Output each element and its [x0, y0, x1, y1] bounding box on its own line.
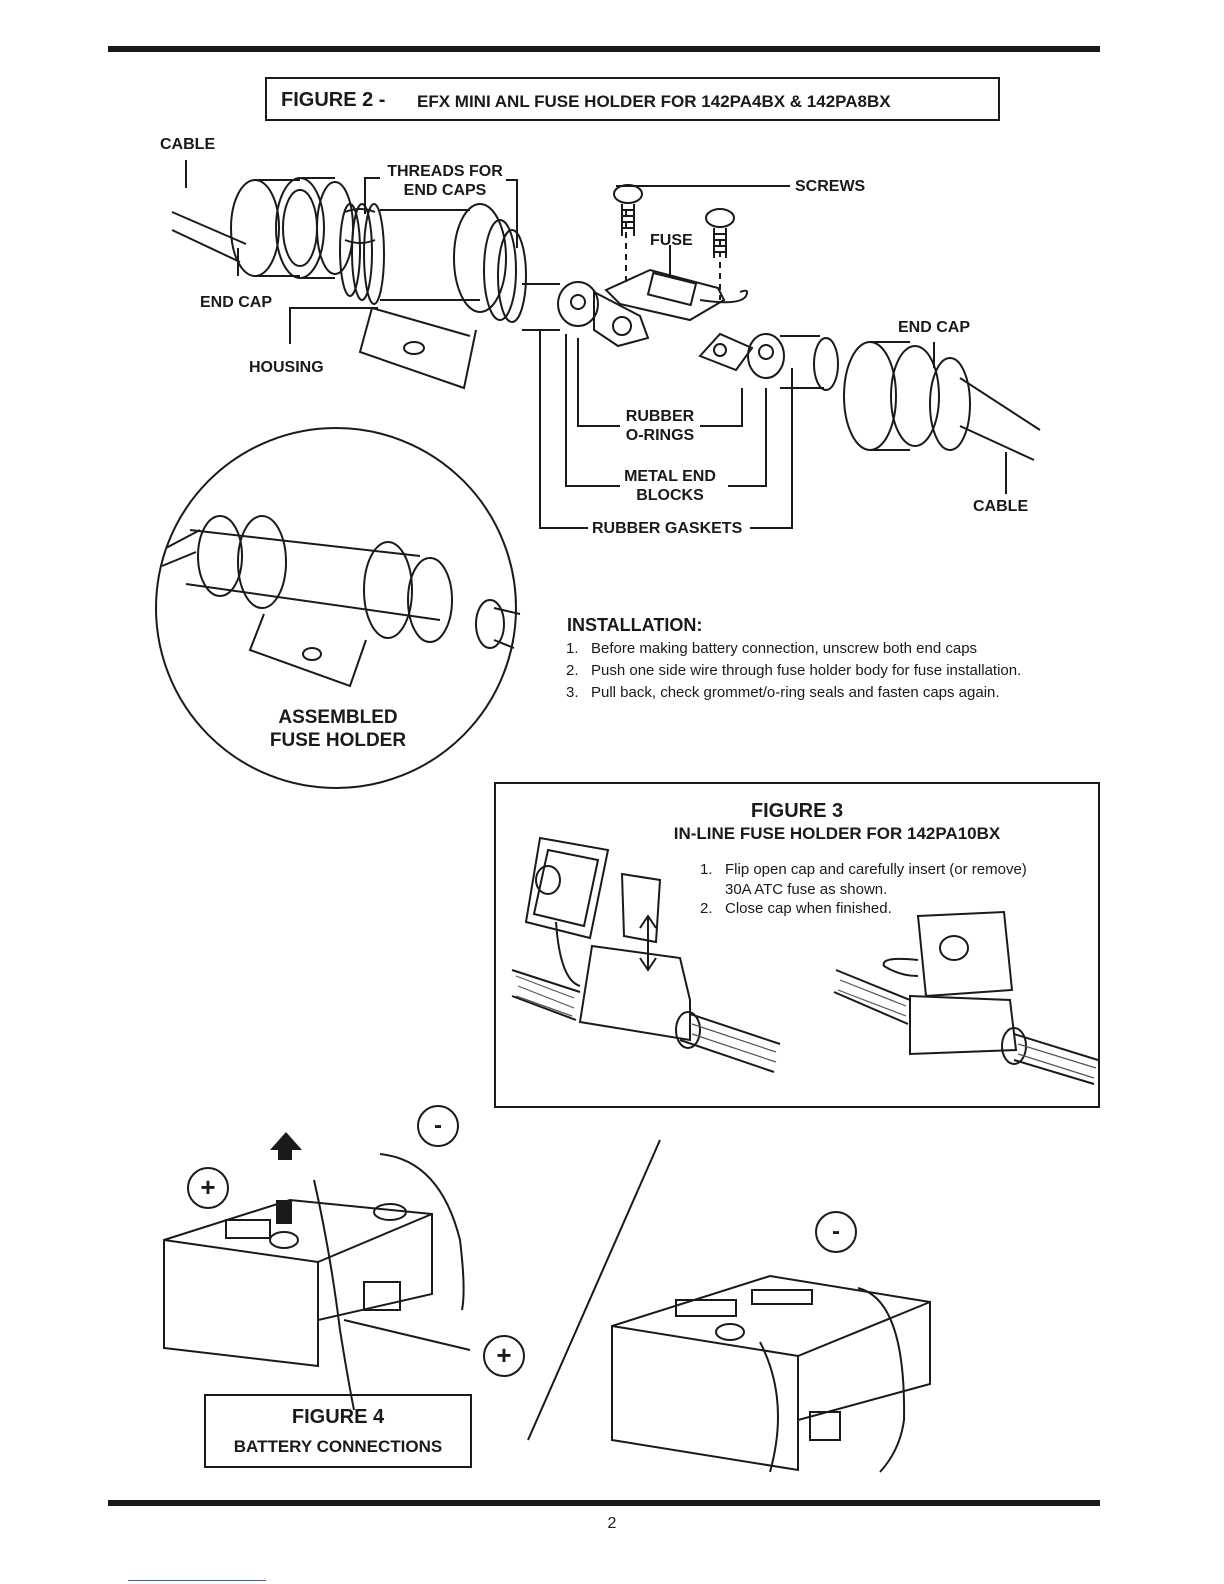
figure-2-title-box: FIGURE 2 - EFX MINI ANL FUSE HOLDER FOR …	[265, 77, 1000, 121]
polarity-minus-top: -	[434, 1112, 442, 1139]
list-item: 3. Pull back, check grommet/o-ring seals…	[566, 682, 1126, 704]
list-item: 1. Before making battery connection, uns…	[566, 638, 1126, 660]
list-item: 30A ATC fuse as shown.	[700, 880, 1080, 900]
installation-heading: INSTALLATION:	[567, 615, 703, 635]
step-text: Flip open cap and carefully insert (or r…	[725, 861, 1027, 878]
step-text: Close cap when finished.	[725, 900, 892, 917]
figure-4-subtitle: BATTERY CONNECTIONS	[233, 1437, 443, 1456]
label-threads-line1: THREADS FOR	[387, 163, 503, 180]
polarity-plus-left: +	[200, 1172, 216, 1202]
figure-4-title: FIGURE 4	[291, 1406, 385, 1428]
figure-4-box: FIGURE 4 BATTERY CONNECTIONS	[204, 1394, 472, 1468]
figure-3-steps: 1. Flip open cap and carefully insert (o…	[700, 860, 1080, 919]
step-text: 30A ATC fuse as shown.	[725, 880, 888, 898]
label-rubber-line2: O-RINGS	[625, 427, 695, 444]
label-cable-right: CABLE	[973, 498, 1029, 515]
label-screws: SCREWS	[795, 178, 866, 195]
label-assembled-line2: FUSE HOLDER	[269, 730, 407, 751]
step-text: Pull back, check grommet/o-ring seals an…	[591, 684, 1000, 701]
installation-steps: 1. Before making battery connection, uns…	[566, 638, 1126, 704]
figure-2-number: FIGURE 2 -	[281, 89, 386, 111]
label-metal-line2: BLOCKS	[636, 487, 704, 504]
figure-3-subtitle: IN-LINE FUSE HOLDER FOR 142PA10BX	[673, 824, 1001, 843]
step-number: 1.	[700, 861, 713, 878]
figure-2-title: EFX MINI ANL FUSE HOLDER FOR 142PA4BX & …	[417, 92, 891, 111]
polarity-plus-right: +	[496, 1340, 512, 1370]
list-item: 2. Push one side wire through fuse holde…	[566, 660, 1126, 682]
label-cable-left: CABLE	[160, 136, 216, 153]
label-assembled-fuse-holder: ASSEMBLED FUSE HOLDER	[248, 706, 428, 752]
list-item: 2. Close cap when finished.	[700, 899, 1080, 919]
step-number: 1.	[566, 640, 579, 657]
step-text: Before making battery connection, unscre…	[591, 640, 978, 657]
polarity-minus-right: -	[832, 1218, 840, 1245]
label-metal-end-blocks: METAL END BLOCKS	[618, 467, 722, 505]
top-rule	[108, 46, 1100, 52]
label-housing: HOUSING	[249, 359, 324, 376]
label-end-cap-right: END CAP	[898, 319, 971, 336]
list-item: 1. Flip open cap and carefully insert (o…	[700, 860, 1080, 880]
label-metal-line1: METAL END	[624, 468, 716, 485]
step-number	[700, 880, 725, 900]
label-threads-for-end-caps: THREADS FOR END CAPS	[380, 162, 510, 200]
footer-underline	[128, 1580, 266, 1581]
step-number: 2.	[700, 900, 713, 917]
bottom-rule	[108, 1500, 1100, 1506]
label-assembled-line1: ASSEMBLED	[278, 707, 398, 728]
step-number: 2.	[566, 662, 579, 679]
label-threads-line2: END CAPS	[403, 182, 487, 199]
figure-3-title: FIGURE 3	[750, 800, 844, 822]
label-rubber-gaskets: RUBBER GASKETS	[592, 520, 743, 537]
step-number: 3.	[566, 684, 579, 701]
label-rubber-line1: RUBBER	[625, 408, 695, 425]
label-rubber-o-rings: RUBBER O-RINGS	[610, 407, 710, 445]
label-fuse: FUSE	[650, 232, 693, 249]
step-text: Push one side wire through fuse holder b…	[591, 662, 1022, 679]
figure-3-box: FIGURE 3 IN-LINE FUSE HOLDER FOR 142PA10…	[494, 782, 1100, 1108]
label-end-cap-left: END CAP	[200, 294, 273, 311]
page-number: 2	[607, 1515, 617, 1532]
